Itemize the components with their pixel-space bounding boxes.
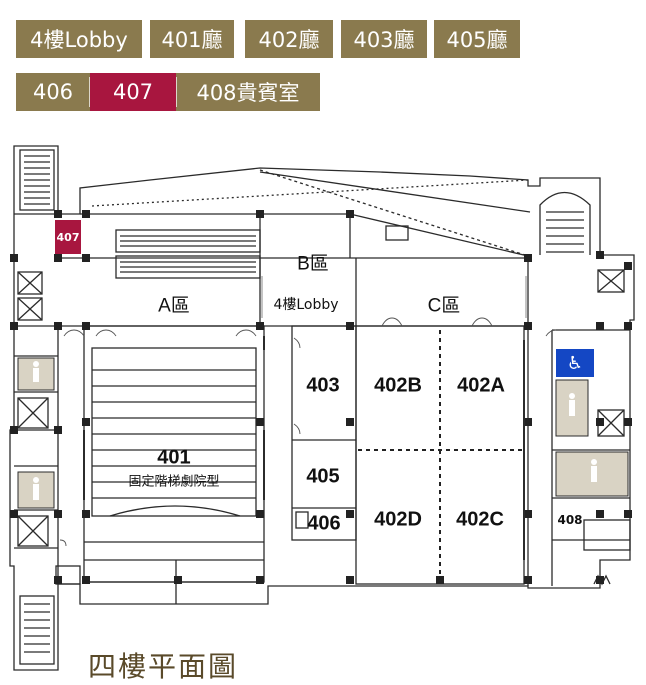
room-407-marker[interactable]: 407 [55,220,81,254]
room-401-subtitle: 固定階梯劇院型 [128,473,220,489]
tab-separator [176,77,177,107]
tab-402[interactable]: 402廳 [245,20,333,58]
room-401-number: 401 [157,446,191,469]
room-402d-label[interactable]: 402D [374,508,422,531]
tab-403[interactable]: 403廳 [341,20,427,58]
zone-a-label: A區 [158,295,190,317]
room-403-label[interactable]: 403 [306,374,340,397]
tab-separator [89,77,90,107]
room-401-label[interactable]: 401 固定階梯劇院型 [128,447,219,490]
tab-401[interactable]: 401廳 [150,20,234,58]
zone-c-label: C區 [427,295,461,317]
tab-4f-lobby[interactable]: 4樓Lobby [16,20,142,58]
tab-406[interactable]: 406 [16,73,90,111]
room-405-label[interactable]: 405 [306,465,340,488]
floor-plan-title: 四樓平面圖 [88,650,239,683]
room-402b-label[interactable]: 402B [374,374,422,397]
restroom-person-icon [33,361,597,500]
room-406-label[interactable]: 406 [307,512,341,535]
room-402a-label[interactable]: 402A [457,374,505,397]
wheelchair-icon: ♿ [556,349,594,377]
room-402c-label[interactable]: 402C [456,508,504,531]
tab-408[interactable]: 408貴賓室 [176,73,320,111]
lobby-label: 4樓Lobby [273,297,339,313]
tab-407[interactable]: 407 [90,73,176,111]
room-408-label[interactable]: 408 [557,513,583,527]
zone-b-label: B區 [297,253,329,275]
tab-405[interactable]: 405廳 [434,20,520,58]
